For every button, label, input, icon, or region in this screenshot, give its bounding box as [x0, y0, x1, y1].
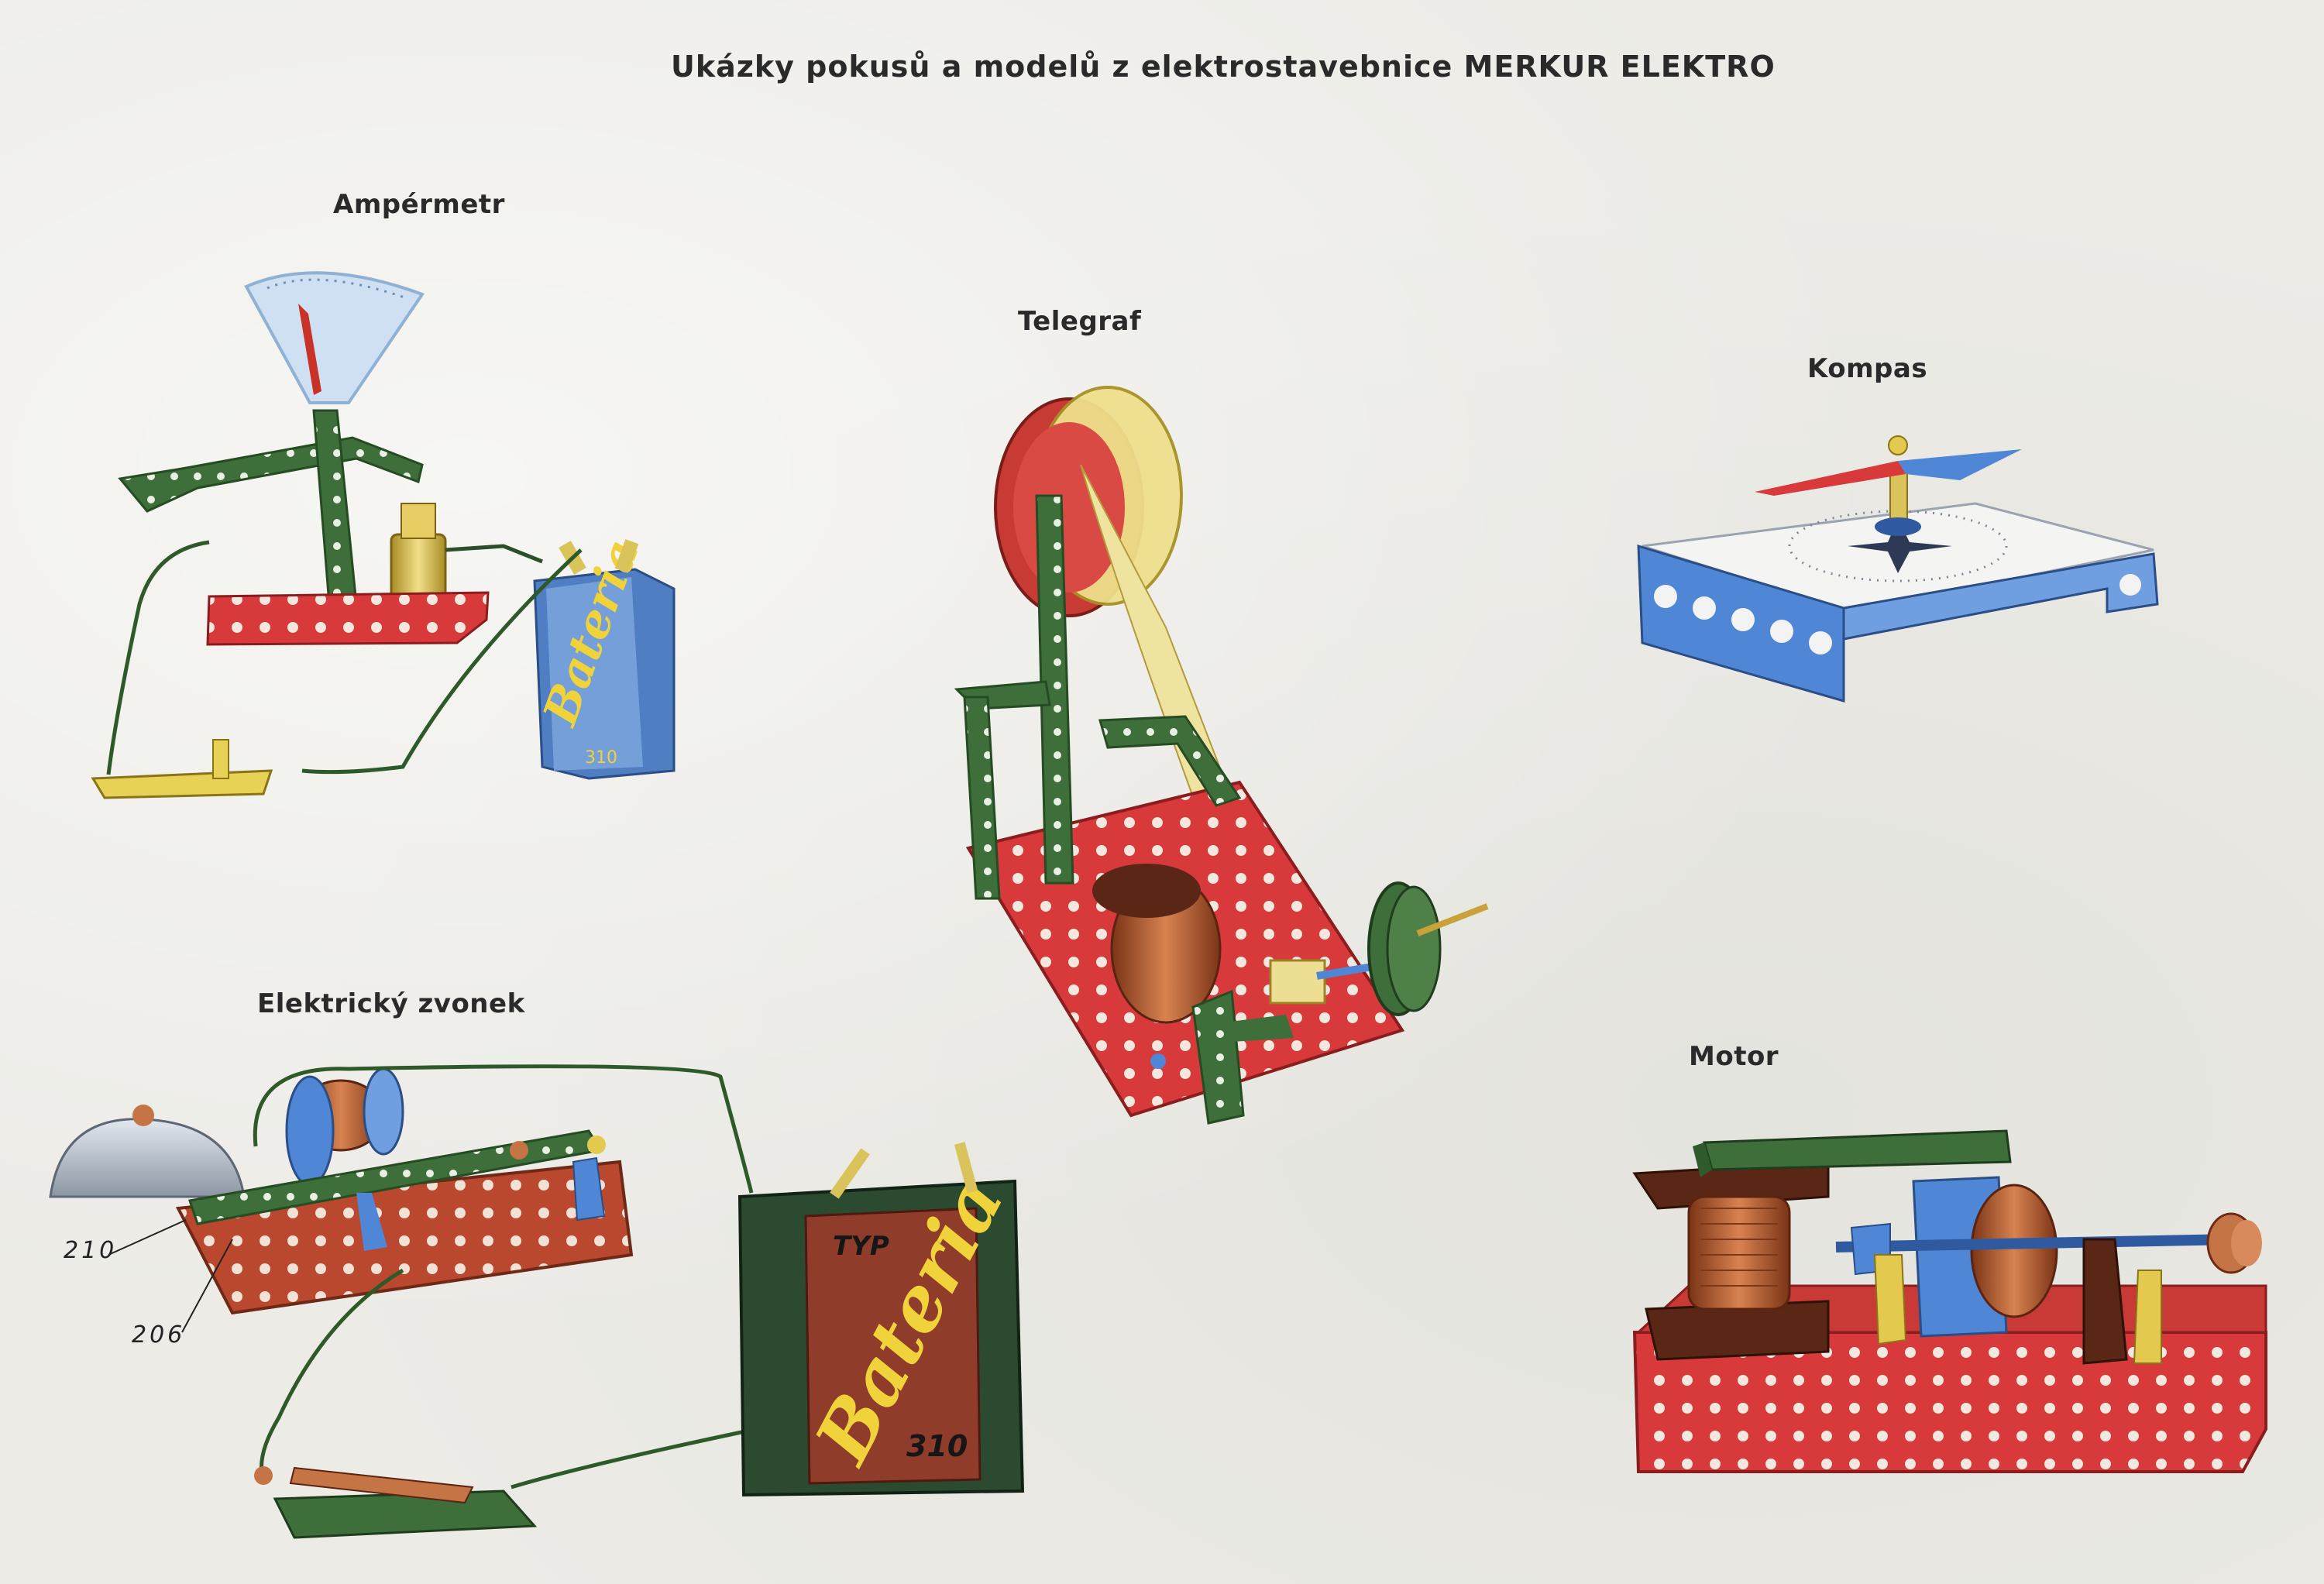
label-ampermetr: Ampérmetr [333, 189, 505, 220]
telegraf-model [954, 386, 1489, 1125]
zvonek-model: TYP Bateria 310 [49, 1064, 1025, 1539]
telegraf-roller [1269, 959, 1326, 1005]
part-number-206: 206 [132, 1321, 186, 1349]
motor-shaft [1835, 1234, 2236, 1252]
ampermetr-switch [91, 769, 273, 799]
battery-large-type: TYP [833, 1231, 889, 1262]
zvonek-wire-top [253, 1064, 754, 1194]
kompas-model [1637, 435, 2159, 703]
compass-rose [1848, 519, 1952, 573]
meter-arm [118, 436, 424, 513]
ampermetr-model: Bateria 310 [91, 271, 676, 799]
motor-field-coil [1687, 1195, 1791, 1311]
ampermetr-wire-left [106, 540, 210, 775]
meter-needle [298, 304, 321, 395]
label-kompas: Kompas [1807, 353, 1928, 384]
battery-large-number: 310 [906, 1429, 968, 1463]
zvonek-magnet [285, 1075, 335, 1187]
motor-top-bar [1703, 1129, 2012, 1171]
motor-armature [1970, 1184, 2058, 1318]
part-number-210: 210 [64, 1237, 118, 1264]
page-title: Ukázky pokusů a modelů z elektrostavebni… [671, 50, 1776, 84]
motor-model [1632, 1129, 2267, 1473]
zvonek-wire-left [260, 1268, 404, 1480]
label-telegraf: Telegraf [1018, 306, 1142, 337]
motor-commutator-bracket [2082, 1238, 2128, 1365]
zvonek-key-switch [273, 1490, 538, 1539]
battery-small-number: 310 [585, 748, 617, 768]
ampermetr-wire-right [301, 548, 583, 775]
compass-needle-blue [1898, 449, 2022, 480]
compass-needle-red [1755, 461, 1906, 496]
label-zvonek: Elektrický zvonek [257, 988, 525, 1019]
meter-base [206, 591, 490, 646]
meter-dial [244, 271, 425, 404]
bell-dome [49, 1118, 246, 1198]
label-motor: Motor [1689, 1041, 1779, 1072]
